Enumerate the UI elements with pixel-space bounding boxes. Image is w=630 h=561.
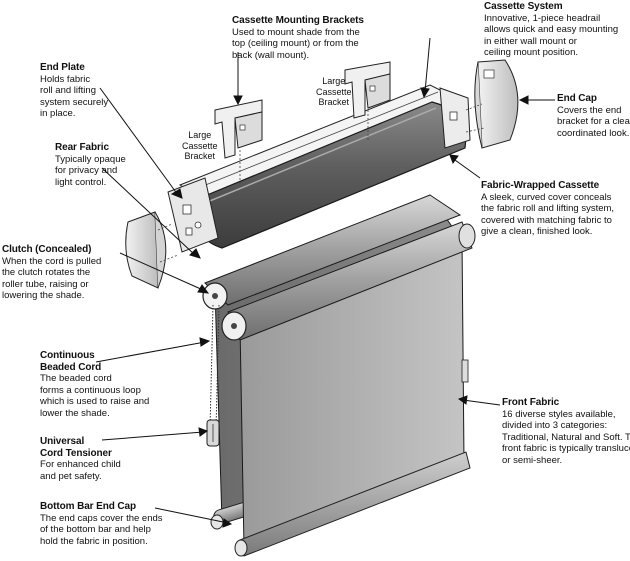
- label-large-bracket-right: Large Cassette Bracket: [316, 76, 352, 108]
- label-line: light control.: [55, 176, 107, 188]
- side-clip: [461, 359, 469, 383]
- label-line: The beaded cord: [40, 373, 112, 384]
- bottom-bar-end-cap: [234, 539, 248, 557]
- label-title: Cassette Mounting Brackets: [232, 15, 364, 26]
- label-line: top (ceiling mount) or from the: [232, 38, 359, 49]
- label-end-plate: End Plate Holds fabric roll and lifting …: [40, 62, 108, 120]
- label-title: Cord Tensioner: [40, 447, 112, 459]
- leader-lines: [95, 37, 555, 528]
- label-title: Rear Fabric: [55, 142, 109, 153]
- label-line: forms a continuous loop: [40, 384, 141, 396]
- label-continuous-cord: Continuous Beaded Cord The beaded cord f…: [40, 350, 149, 419]
- label-title: Beaded Cord: [40, 361, 102, 373]
- label-line: roll and lifting: [40, 85, 96, 96]
- label-line: Large: [322, 76, 346, 86]
- label-cassette-brackets: Cassette Mounting Brackets Used to mount…: [232, 15, 364, 61]
- label-line: bracket for a clean,: [557, 116, 630, 127]
- label-line: coordinated look.: [557, 127, 630, 139]
- label-line: of the bottom bar and help: [40, 524, 151, 535]
- label-cord-tensioner: Universal Cord Tensioner For enhanced ch…: [40, 436, 121, 482]
- label-bottom-bar: Bottom Bar End Cap The end caps cover th…: [40, 501, 163, 547]
- label-line: The end caps cover the ends: [40, 512, 163, 524]
- label-title: Fabric-Wrapped Cassette: [481, 180, 600, 191]
- label-line: Traditional, Natural and Soft. The: [502, 431, 630, 443]
- label-line: the clutch rotates the: [2, 267, 91, 278]
- label-line: hold the fabric in position.: [40, 535, 148, 547]
- label-line: For enhanced child: [40, 459, 121, 470]
- label-line: 16 diverse styles available,: [502, 408, 616, 420]
- label-clutch: Clutch (Concealed) When the cord is pull…: [2, 244, 101, 302]
- label-line: and pet safety.: [40, 470, 102, 482]
- label-front-fabric: Front Fabric 16 diverse styles available…: [502, 397, 630, 466]
- label-line: Cassette: [316, 86, 352, 97]
- label-line: which is used to raise and: [40, 396, 150, 407]
- end-plate-right: [439, 87, 471, 149]
- label-line: divided into 3 categories:: [502, 420, 608, 431]
- label-line: lowering the shade.: [2, 290, 85, 301]
- label-line: in place.: [40, 108, 76, 119]
- label-line: the fabric roll and lifting system,: [481, 203, 615, 214]
- label-title: Universal: [40, 436, 85, 447]
- label-line: back (wall mount).: [232, 49, 310, 61]
- label-title: Front Fabric: [502, 397, 560, 408]
- label-title: Continuous: [40, 350, 95, 361]
- label-title: Clutch (Concealed): [2, 244, 92, 255]
- label-line: roller tube, raising or: [2, 278, 89, 290]
- label-line: Holds fabric: [40, 73, 91, 85]
- label-line: Cassette: [182, 140, 218, 151]
- label-title: Bottom Bar End Cap: [40, 501, 136, 512]
- label-line: Innovative, 1-piece headrail: [484, 12, 601, 24]
- mounting-bracket-right: [344, 61, 391, 119]
- label-cassette-system: Cassette System Innovative, 1-piece head…: [484, 1, 618, 59]
- front-roller: [221, 221, 476, 341]
- label-line: system securely: [40, 96, 109, 108]
- label-line: Bracket: [318, 97, 350, 107]
- label-large-bracket-left-group: Large Cassette Bracket: [182, 130, 218, 162]
- label-line: Typically opaque: [55, 153, 126, 165]
- label-line: Large: [188, 130, 212, 140]
- label-line: front fabric is typically translucent: [502, 443, 630, 454]
- label-line: ceiling mount position.: [484, 47, 578, 58]
- label-line: in either wall mount or: [484, 35, 577, 47]
- end-cap-left: [125, 211, 167, 289]
- front-bottom-bar: [234, 451, 471, 557]
- label-line: allows quick and easy mounting: [484, 24, 619, 35]
- label-fabric-wrapped-cassette: Fabric-Wrapped Cassette A sleek, curved …: [481, 180, 614, 238]
- label-rear-fabric: Rear Fabric Typically opaque for privacy…: [55, 142, 126, 188]
- label-line: Used to mount shade from the: [232, 26, 360, 38]
- label-line: give a clean, finished look.: [481, 226, 593, 237]
- label-line: A sleek, curved cover conceals: [481, 191, 612, 203]
- label-title: End Plate: [40, 62, 85, 73]
- label-title: Cassette System: [484, 1, 563, 12]
- label-line: Bracket: [184, 151, 216, 161]
- label-line: Covers the end: [557, 104, 622, 116]
- cord-tensioner: [206, 419, 220, 447]
- rear-roller: [202, 194, 462, 310]
- label-line: When the cord is pulled: [2, 255, 102, 267]
- label-line: for privacy and: [55, 165, 118, 176]
- label-end-cap: End Cap Covers the end bracket for a cle…: [557, 93, 630, 139]
- alignment-guides: [157, 103, 485, 263]
- label-title: End Cap: [557, 93, 597, 104]
- label-line: covered with matching fabric to: [481, 214, 612, 226]
- label-line: or semi-sheer.: [502, 454, 563, 466]
- mounting-bracket-left: [214, 99, 263, 159]
- label-line: lower the shade.: [40, 407, 110, 419]
